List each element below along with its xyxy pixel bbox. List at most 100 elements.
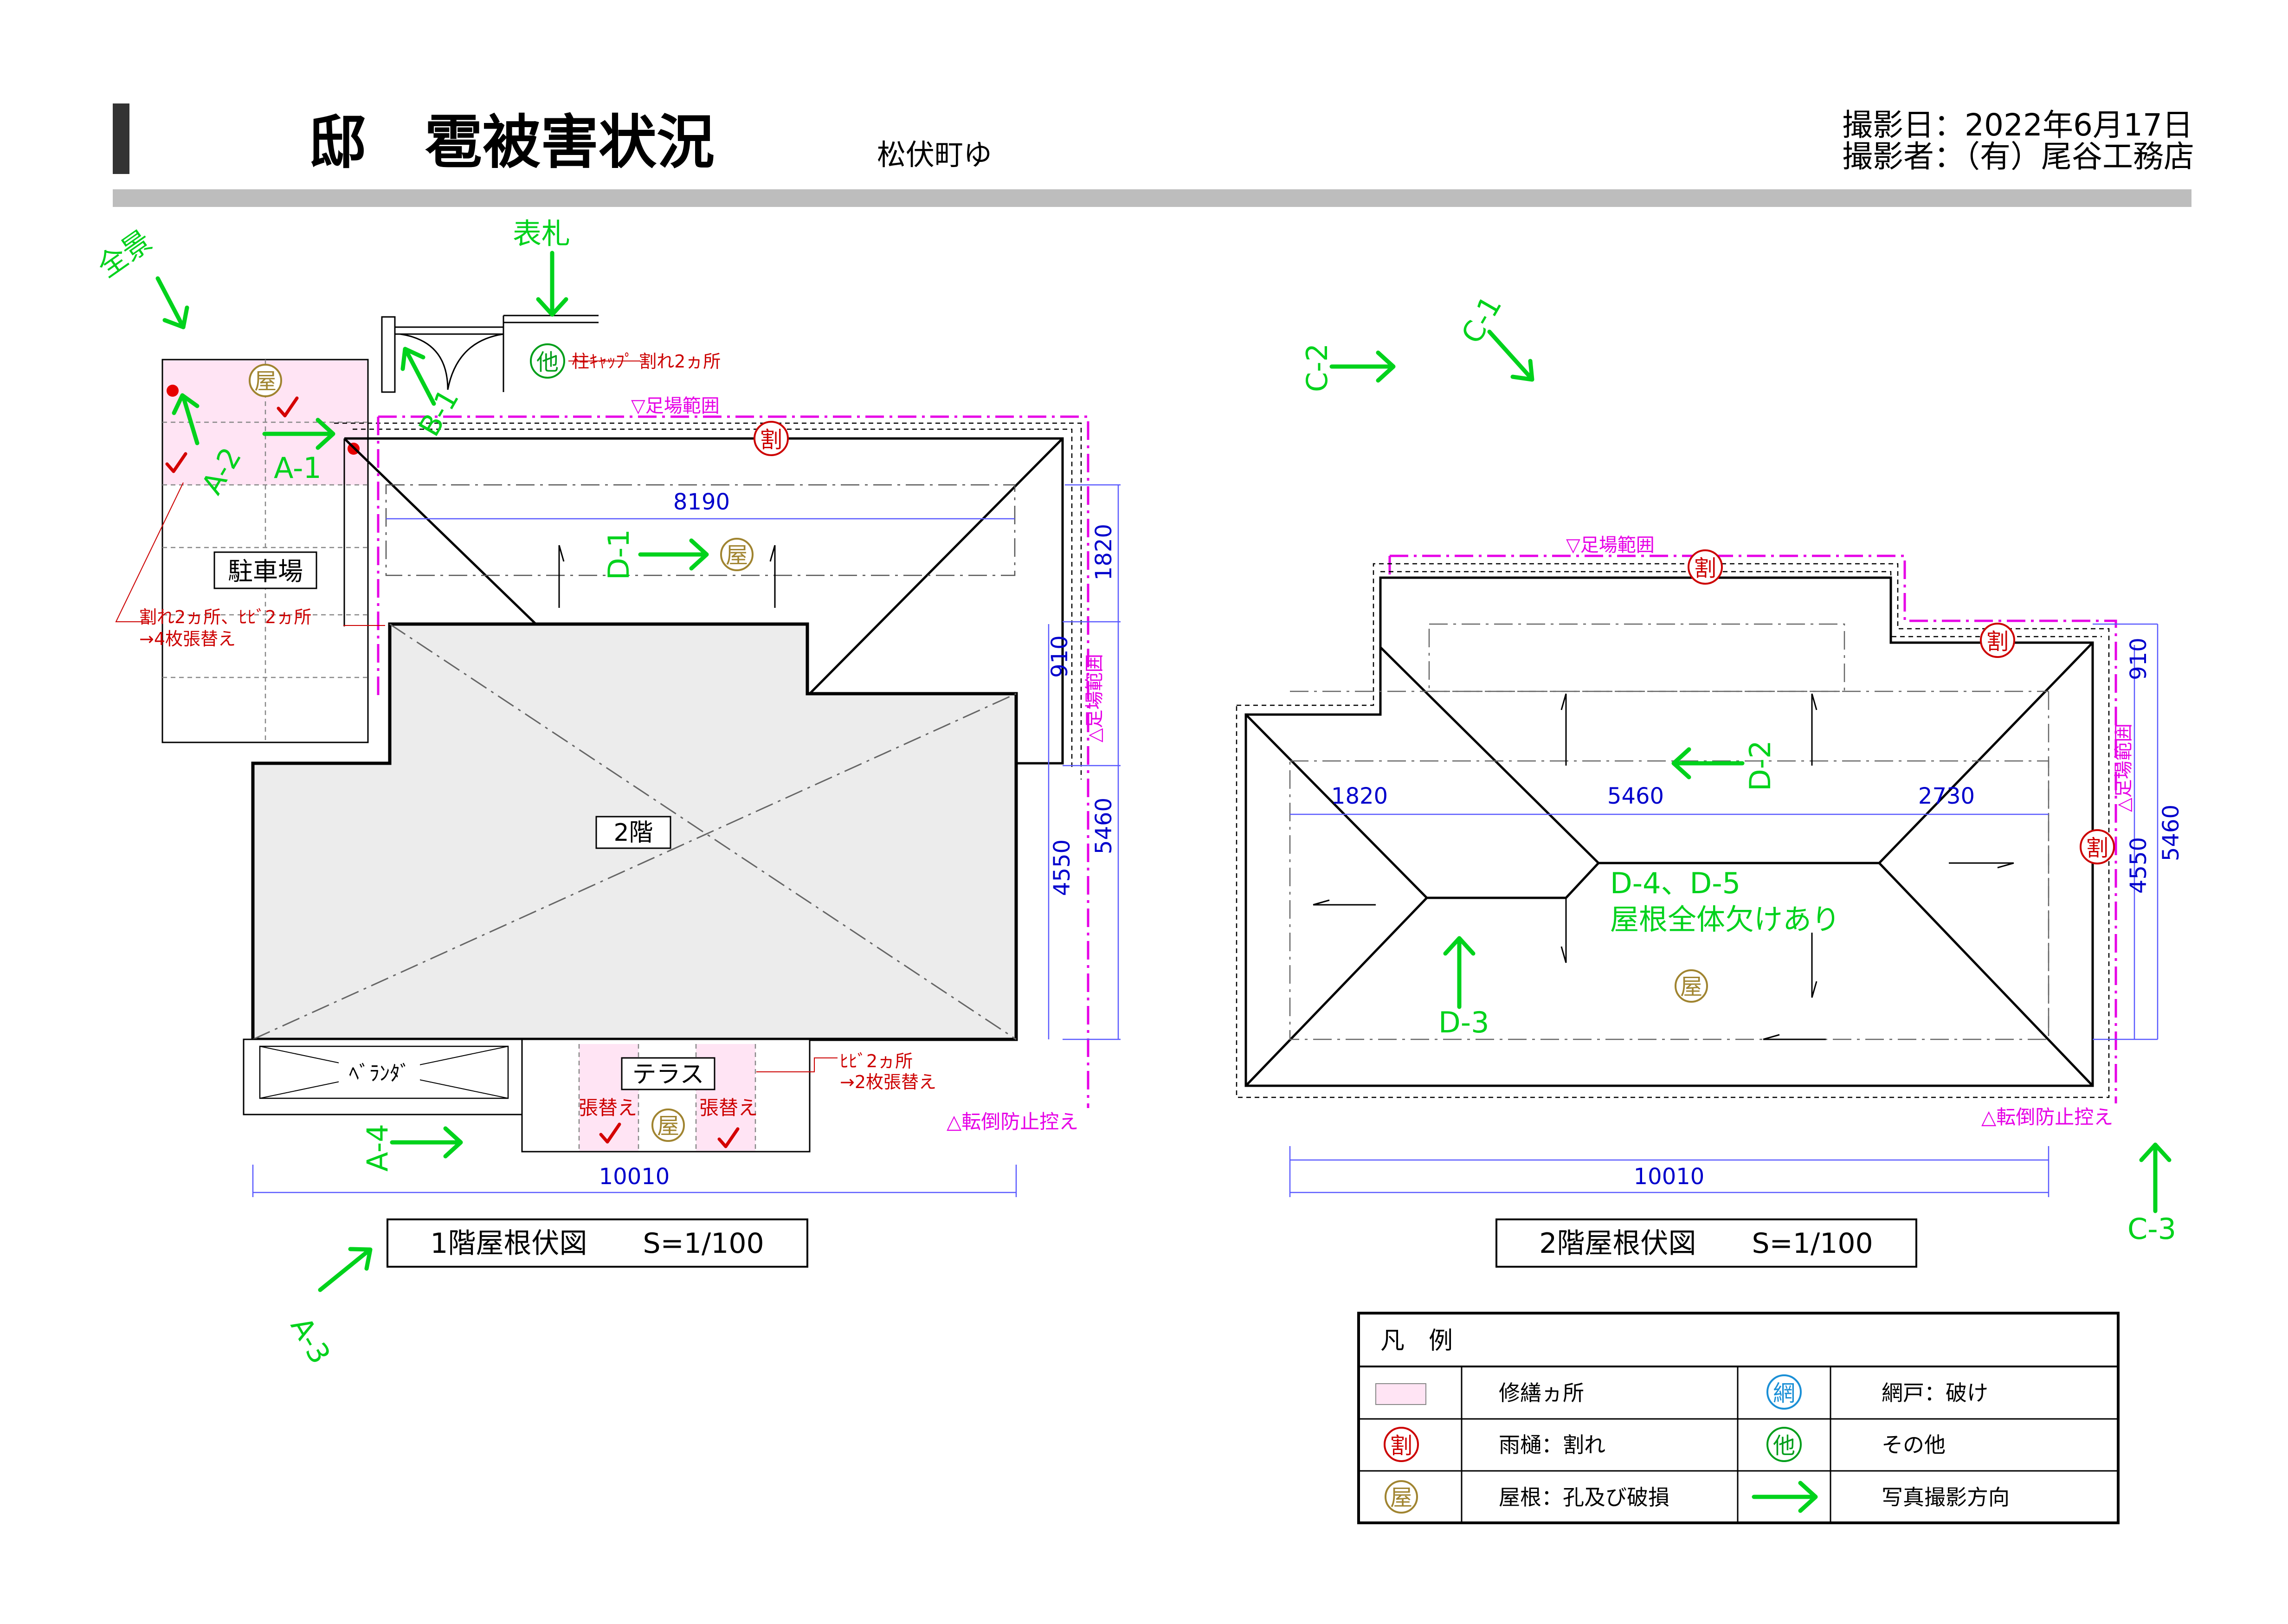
arrow-label-D1: D-1 xyxy=(602,529,636,580)
plan1: 駐車場 2階 ﾍﾞﾗﾝﾀﾞ xyxy=(115,315,1121,1268)
plan2-caption-box xyxy=(1495,1218,1917,1268)
gutter-marker-icon: 割 xyxy=(1688,549,1723,585)
arrow-label-A4: A-4 xyxy=(361,1124,394,1172)
direction-arrow-icon xyxy=(1329,350,1396,383)
direction-arrow-icon xyxy=(155,276,189,329)
svg-text:割: 割 xyxy=(760,427,782,453)
dim-10010: 10010 xyxy=(599,1164,670,1190)
svg-text:屋: 屋 xyxy=(1390,1485,1412,1511)
direction-arrow-icon xyxy=(172,393,200,445)
arrow-label-D3: D-3 xyxy=(1438,1005,1489,1039)
plan2-dim-2730: 2730 xyxy=(1918,783,1975,809)
plan1-roof-outline xyxy=(344,437,1064,765)
legend-row-2-left: 屋根：孔及び破損 xyxy=(1499,1485,1669,1510)
dim-4550: 4550 xyxy=(1049,839,1075,896)
parking-label: 駐車場 xyxy=(228,557,303,586)
overturn-label: △転倒防止控え xyxy=(947,1110,1078,1133)
svg-text:他: 他 xyxy=(1773,1433,1795,1459)
arrow-label-C2: C-2 xyxy=(1300,343,1334,392)
plan2-dim-10010: 10010 xyxy=(1634,1164,1705,1190)
legend-row-0-right: 網戸：破け xyxy=(1882,1380,1988,1405)
svg-text:割: 割 xyxy=(1694,555,1716,581)
net-marker-icon: 網 xyxy=(1766,1374,1802,1410)
svg-text:網: 網 xyxy=(1773,1380,1795,1406)
legend-row-2-right: 写真撮影方向 xyxy=(1882,1485,2010,1510)
legend-title: 凡 例 xyxy=(1380,1327,1453,1355)
header-left-bar xyxy=(113,103,129,174)
dim-1820: 1820 xyxy=(1091,524,1117,580)
scaffold-top-label: ▽足場範囲 xyxy=(631,395,720,417)
note-pillar: 柱ｷｬｯﾌﾟ 割れ2ヵ所 xyxy=(572,351,721,372)
legend-row-1-right: その他 xyxy=(1882,1432,1946,1457)
svg-text:屋: 屋 xyxy=(1680,974,1702,1000)
svg-text:屋: 屋 xyxy=(657,1113,679,1139)
repair-swatch-icon xyxy=(1375,1383,1426,1405)
plan2: 1820 5460 2730 910 4550 5460 10010 ▽足場範囲… xyxy=(1236,535,2184,1268)
direction-arrow-icon xyxy=(2139,1142,2172,1213)
dim-8190: 8190 xyxy=(673,489,730,515)
roof-marker-icon: 屋 xyxy=(249,364,282,397)
arrow-label-C1: C-1 xyxy=(1455,290,1508,349)
arrow-label-D2: D-2 xyxy=(1743,740,1777,791)
svg-text:屋: 屋 xyxy=(726,542,748,568)
svg-text:割: 割 xyxy=(1390,1433,1412,1459)
header: 邸 雹被害状況 松伏町ゆ 撮影日：2022年6月17日 撮影者：（有）尾谷工務店 xyxy=(113,103,2194,207)
scaffold-side-label: △足場範囲 xyxy=(1084,654,1105,742)
legend: 凡 例 修繕ヵ所 網 網戸：破け 割 雨樋：割れ 他 その他 屋 屋根：孔及び破… xyxy=(1357,1312,2120,1524)
dim-5460: 5460 xyxy=(1091,798,1117,854)
header-rule xyxy=(113,189,2191,207)
roof-marker-icon: 屋 xyxy=(720,538,754,571)
plan2-caption: 2階屋根伏図 S=1/100 xyxy=(1539,1227,1873,1260)
plan1-caption-box xyxy=(387,1218,808,1268)
arrow-label-A3: A-3 xyxy=(284,1311,337,1370)
plan2-scaffold-top: ▽足場範囲 xyxy=(1566,535,1655,556)
replace-label-b: 張替え xyxy=(699,1096,758,1119)
plan2-dim-5460: 5460 xyxy=(1607,783,1664,809)
replace-label-a: 張替え xyxy=(579,1096,637,1119)
roof-marker-icon: 屋 xyxy=(1385,1480,1418,1514)
gutter-marker-icon: 割 xyxy=(1384,1427,1419,1462)
plan2-dim-1820: 1820 xyxy=(1331,783,1388,809)
direction-arrow-icon xyxy=(262,418,335,450)
direction-arrow-icon xyxy=(1752,1481,1818,1513)
arrow-label-hyosatsu: 表札 xyxy=(513,217,570,251)
direction-arrow-icon xyxy=(390,1126,463,1159)
veranda-label: ﾍﾞﾗﾝﾀﾞ xyxy=(349,1062,410,1085)
roof-marker-icon: 屋 xyxy=(651,1108,685,1142)
photographer: 撮影者：（有）尾谷工務店 xyxy=(1842,139,2194,174)
svg-text:割: 割 xyxy=(2086,835,2108,861)
plan2-note-2: 屋根全体欠けあり xyxy=(1610,902,1840,936)
plan2-overturn: △転倒防止控え xyxy=(1981,1106,2113,1128)
floor2-label: 2階 xyxy=(613,819,653,847)
arrow-label-zenkei: 全景 xyxy=(91,223,158,284)
svg-text:屋: 屋 xyxy=(254,368,277,394)
gutter-marker-icon: 割 xyxy=(2080,829,2115,864)
shoot-date: 撮影日：2022年6月17日 xyxy=(1842,107,2193,143)
gutter-marker-icon: 割 xyxy=(754,421,789,456)
terrace-label: テラス xyxy=(632,1061,704,1089)
note-terrace-1: ﾋﾋﾞ2ヵ所 xyxy=(840,1051,913,1071)
other-marker-icon: 他 xyxy=(530,343,565,379)
plan2-note-1: D-4、D-5 xyxy=(1610,866,1740,900)
legend-row-0-left: 修繕ヵ所 xyxy=(1499,1380,1584,1405)
svg-text:割: 割 xyxy=(1986,629,2009,655)
plan2-dim-4550: 4550 xyxy=(2126,837,2152,894)
direction-arrow-icon xyxy=(638,538,709,571)
parking-label-box xyxy=(213,551,317,589)
note-parking-1: 割れ2ヵ所、ﾋﾋﾞ2ヵ所 xyxy=(139,607,311,627)
location-text: 松伏町ゆ xyxy=(877,138,992,172)
plan2-dim-910: 910 xyxy=(2126,638,2152,680)
gate xyxy=(381,315,599,393)
plan2-dim-5460b: 5460 xyxy=(2158,805,2184,861)
arrow-label-B1: B-1 xyxy=(412,383,465,442)
direction-arrow-icon xyxy=(318,1247,373,1292)
direction-arrow-icon xyxy=(536,251,568,317)
dim-910: 910 xyxy=(1047,635,1073,678)
page-title: 邸 雹被害状況 xyxy=(309,109,715,176)
direction-arrow-icon xyxy=(1443,936,1476,1009)
roof-marker-icon: 屋 xyxy=(1675,969,1708,1003)
direction-arrow-icon xyxy=(1671,747,1745,780)
svg-text:他: 他 xyxy=(536,349,559,375)
note-parking-2: →4枚張替え xyxy=(139,629,236,649)
